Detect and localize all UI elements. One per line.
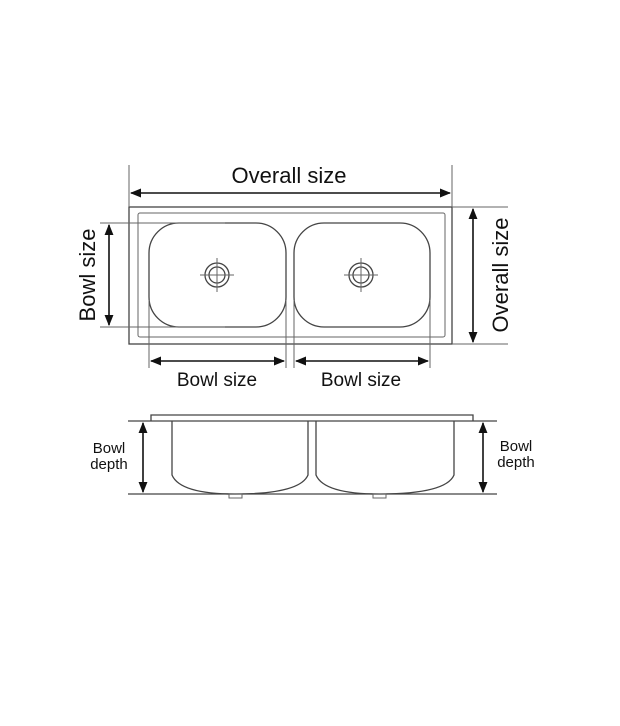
top-view: Overall size Bowl size Overall size Bowl… bbox=[75, 163, 513, 391]
side-view: Bowl depth Bowl depth bbox=[90, 414, 535, 499]
left-drain-icon bbox=[200, 258, 234, 292]
right-bowl-profile bbox=[315, 421, 455, 495]
overall-depth-label: Overall size bbox=[488, 218, 513, 333]
left-bowl-width-label: Bowl size bbox=[177, 370, 257, 391]
sink-rim bbox=[150, 414, 474, 421]
right-depth-label-line1: Bowl bbox=[500, 438, 533, 455]
left-drain-stub bbox=[228, 493, 243, 499]
left-bowl-profile bbox=[171, 421, 309, 495]
overall-width-label: Overall size bbox=[232, 163, 347, 188]
right-drain-icon bbox=[344, 258, 378, 292]
right-bowl bbox=[293, 222, 431, 328]
bowl-height-label: Bowl size bbox=[75, 229, 100, 322]
left-depth-label-line1: Bowl bbox=[93, 440, 126, 457]
left-depth-label-line2: depth bbox=[90, 456, 128, 473]
right-drain-stub bbox=[372, 493, 387, 499]
sink-outer-outline bbox=[128, 206, 453, 345]
sink-inner-outline bbox=[137, 212, 446, 338]
right-bowl-width-label: Bowl size bbox=[321, 370, 401, 391]
right-depth-label-line2: depth bbox=[497, 454, 535, 471]
